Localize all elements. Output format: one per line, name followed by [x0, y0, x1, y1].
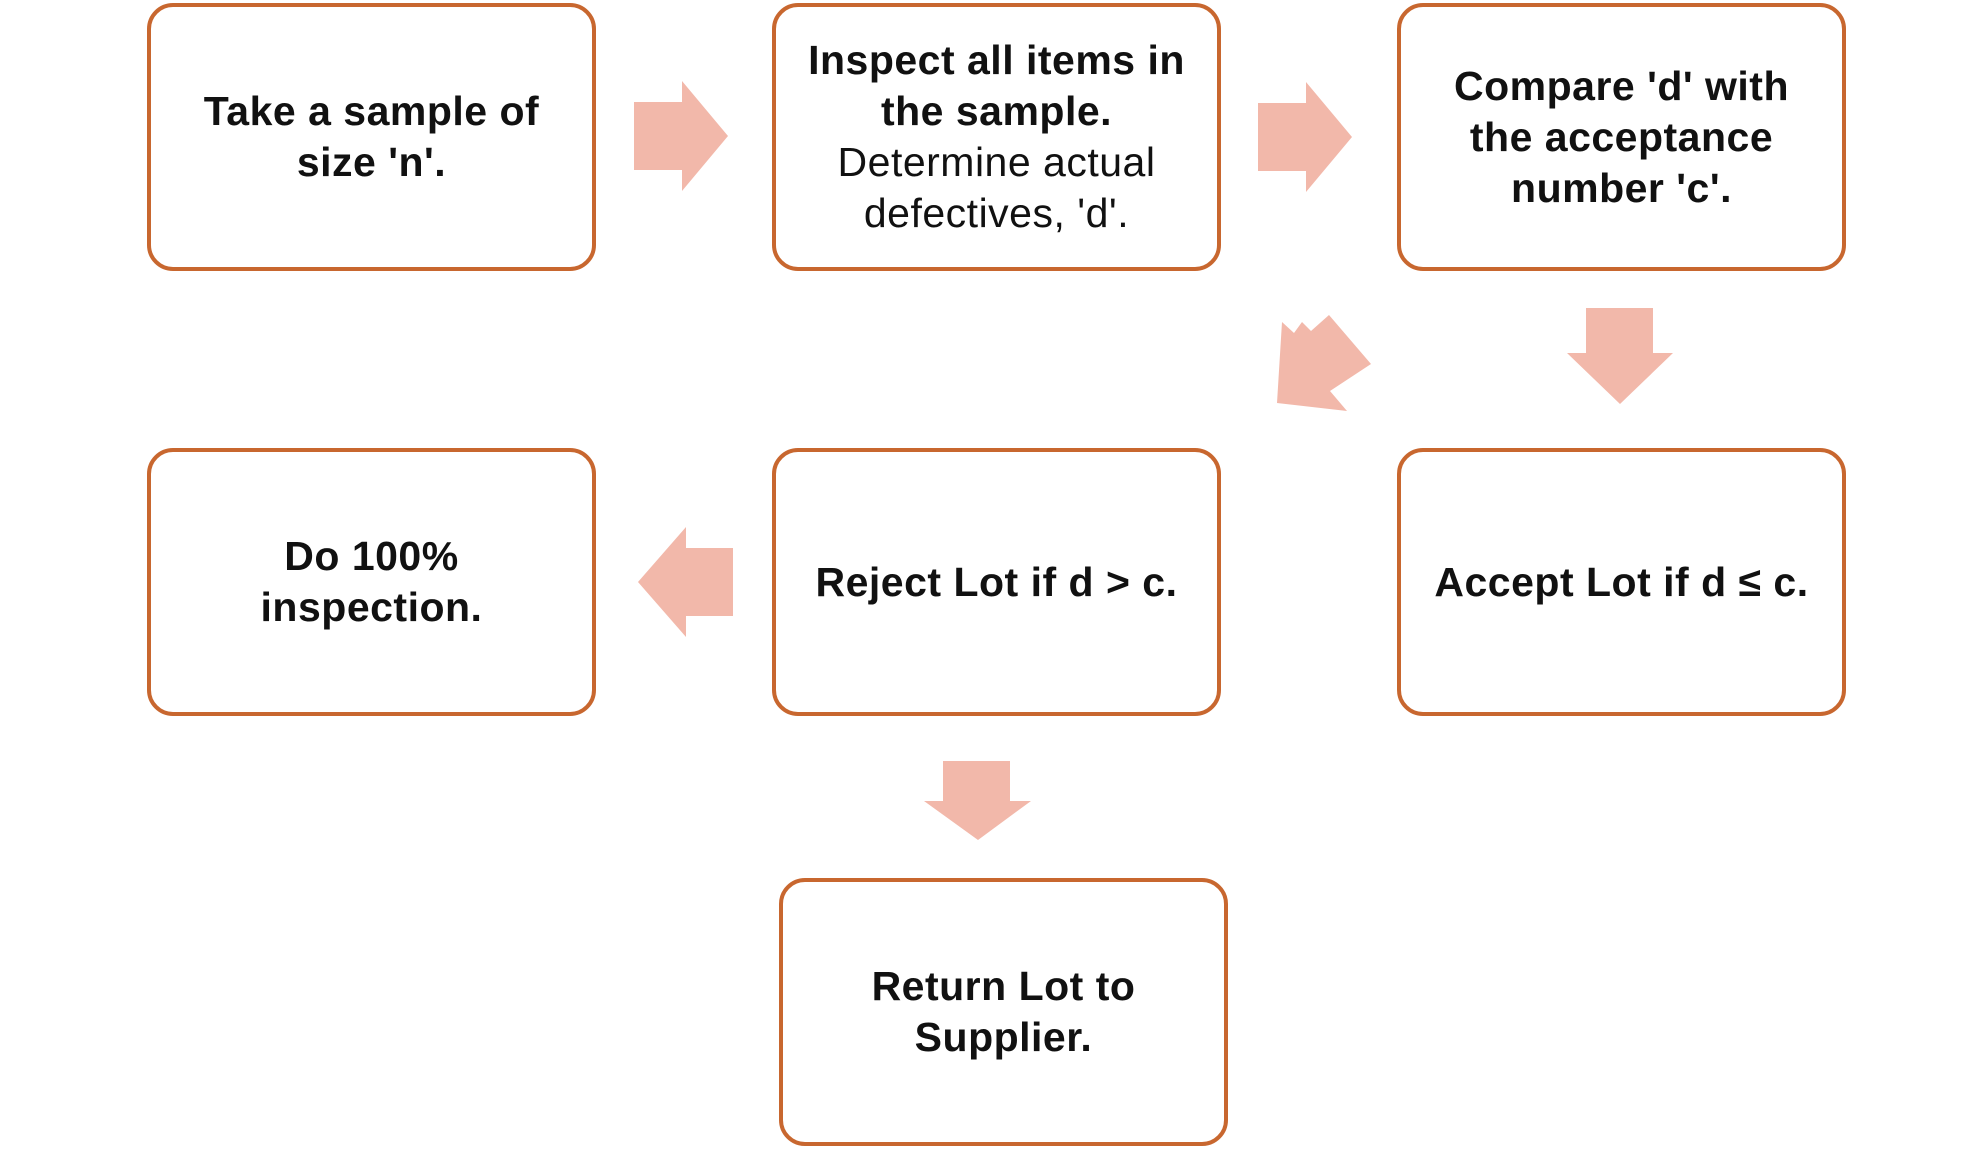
node-take-sample: Take a sample of size 'n'. [147, 3, 596, 271]
arrow-diagonal-compare-to-reject [1277, 315, 1371, 411]
arrow-right-inspect-to-compare [1258, 82, 1352, 192]
node-reject-lot: Reject Lot if d > c. [772, 448, 1221, 716]
node-return-lot: Return Lot to Supplier. [779, 878, 1228, 1146]
node-accept-lot: Accept Lot if d ≤ c. [1397, 448, 1846, 716]
arrow-down-compare-to-accept [1567, 308, 1673, 404]
node-inspect-items: Inspect all items in the sample. Determi… [772, 3, 1221, 271]
node-inspect-items-regular-text: Determine actual defectives, 'd'. [837, 139, 1156, 236]
node-inspect-items-bold-text: Inspect all items in the sample. [808, 37, 1185, 134]
node-return-lot-text: Return Lot to Supplier. [871, 963, 1136, 1060]
arrow-right-sample-to-inspect [634, 81, 728, 191]
node-accept-lot-text: Accept Lot if d ≤ c. [1434, 558, 1809, 605]
arrow-down-reject-to-return [924, 761, 1031, 840]
node-compare-text: Compare 'd' with the acceptance number '… [1453, 62, 1790, 211]
node-full-inspection-text: Do 100% inspection. [260, 533, 483, 630]
node-take-sample-text: Take a sample of size 'n'. [203, 88, 540, 185]
node-compare: Compare 'd' with the acceptance number '… [1397, 3, 1846, 271]
node-reject-lot-text: Reject Lot if d > c. [815, 558, 1178, 605]
node-full-inspection: Do 100% inspection. [147, 448, 596, 716]
arrow-left-reject-to-full [638, 527, 733, 637]
